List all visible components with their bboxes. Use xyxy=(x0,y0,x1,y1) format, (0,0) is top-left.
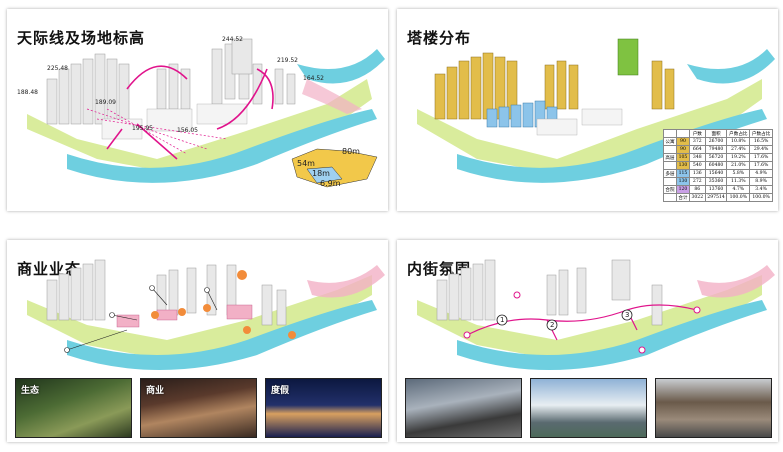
photo-resort: 度假 xyxy=(265,378,382,438)
inset-label: 80m xyxy=(342,147,360,156)
height-label: 225.48 xyxy=(47,65,68,72)
height-label: 195.95 xyxy=(132,125,153,132)
height-label: 244.52 xyxy=(222,36,243,43)
inset-label: 18m xyxy=(312,169,330,178)
street-marker: 3 xyxy=(625,311,629,319)
height-label: 164.52 xyxy=(303,75,324,82)
slide-skyline: 天际线及场地标高 xyxy=(7,9,388,211)
slide-street: 内街氛围 1 2 3 xyxy=(397,240,778,442)
height-label: 219.52 xyxy=(277,57,298,64)
street-marker: 2 xyxy=(550,321,554,329)
street-photo-1 xyxy=(405,378,522,438)
inset-label: 54m xyxy=(297,159,315,168)
slide-commerce: 商业业态 生态 商业 度假 xyxy=(7,240,388,442)
inset-label: 6.9m xyxy=(320,179,341,188)
photo-ecology: 生态 xyxy=(15,378,132,438)
street-photo-2 xyxy=(530,378,647,438)
height-label: 156.05 xyxy=(177,127,198,134)
street-marker: 1 xyxy=(500,316,504,324)
height-label: 188.48 xyxy=(17,89,38,96)
street-photo-3 xyxy=(655,378,772,438)
photo-commerce: 商业 xyxy=(140,378,257,438)
height-label: 189.09 xyxy=(95,99,116,106)
